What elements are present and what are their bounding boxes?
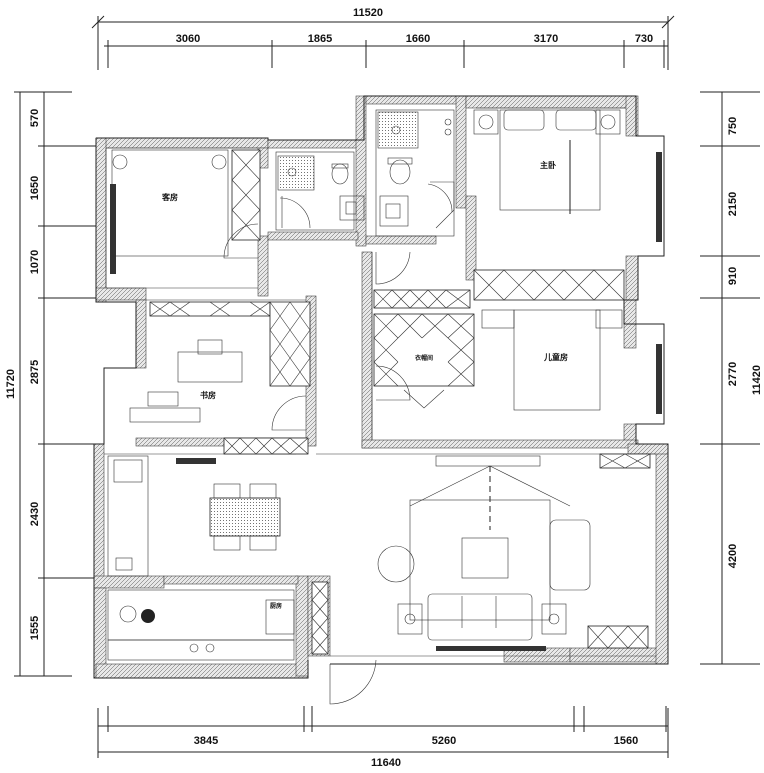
rug	[409, 499, 551, 621]
study: 书房	[129, 301, 311, 455]
room-label-master: 主卧	[540, 160, 556, 170]
room-label-guest: 客房	[161, 192, 178, 202]
living-room	[377, 453, 651, 651]
toilet-icon-2	[389, 159, 411, 185]
room-label-kids: 儿童房	[543, 352, 568, 362]
cabinet	[223, 437, 309, 455]
cabinet	[311, 581, 329, 655]
bed	[499, 109, 601, 211]
dim-right-2: 2150	[727, 192, 739, 216]
top-dimensions: 11520 3060 1865 1660 3170 730	[91, 7, 675, 70]
piano	[129, 407, 201, 423]
dim-left-total: 11720	[5, 369, 17, 399]
walls	[93, 95, 669, 679]
right-dimensions: 750 2150 910 2770 4200 11420	[700, 91, 763, 665]
desk	[177, 351, 243, 383]
dim-right-3: 910	[727, 267, 739, 285]
tv-stand	[435, 455, 541, 467]
master-bedroom: 主卧	[473, 109, 662, 301]
bathroom-right	[375, 109, 455, 237]
kitchen: 厨房	[107, 581, 329, 661]
dim-bottom-2: 5260	[432, 735, 456, 747]
dim-left-5: 2430	[29, 502, 41, 526]
sofa	[427, 593, 533, 641]
sink-icon	[339, 195, 365, 221]
dining	[107, 455, 281, 577]
dim-right-4: 2770	[727, 362, 739, 386]
door-swing	[223, 223, 259, 259]
dim-left-2: 1650	[29, 176, 41, 200]
dim-top-1: 3060	[176, 33, 200, 45]
bathroom-left	[275, 151, 365, 231]
shower-area-2	[377, 111, 419, 149]
entry-door	[329, 659, 377, 705]
sink-icon	[119, 605, 137, 623]
radiator	[656, 152, 662, 242]
dim-top-total: 11520	[353, 7, 383, 19]
dining-table	[209, 497, 281, 537]
shower-head-icon-2	[391, 125, 401, 135]
sink-icon-2	[379, 195, 409, 227]
left-dimensions: 11720 570 1650 1070 2875 2430 1555	[5, 91, 100, 677]
armchair	[549, 519, 591, 591]
wall-outlines	[93, 95, 669, 679]
cabinet	[149, 301, 271, 317]
counter	[107, 639, 295, 661]
radiator	[436, 646, 546, 651]
bottom-dimensions: 3845 5260 1560 11640	[97, 706, 669, 769]
dim-bottom-3: 1560	[614, 735, 638, 747]
lounge-chair	[377, 545, 415, 583]
kids-room: 儿童房	[481, 309, 662, 414]
cabinet	[599, 453, 651, 469]
stove-icon	[189, 643, 199, 653]
coffee-table	[461, 537, 509, 579]
radiator	[656, 344, 662, 414]
dim-top-5: 730	[635, 33, 653, 45]
room-label-kitchen: 厨房	[270, 602, 282, 610]
dim-top-3: 1660	[406, 33, 430, 45]
room-label-study: 书房	[200, 390, 216, 400]
dim-bottom-1: 3845	[194, 735, 218, 747]
dim-top-4: 3170	[534, 33, 558, 45]
dim-bottom-total: 11640	[371, 757, 401, 769]
dim-left-4: 2875	[29, 360, 41, 384]
toilet-icon	[331, 163, 349, 185]
guest-bedroom: 客房	[110, 149, 261, 274]
dim-left-3: 1070	[29, 250, 41, 274]
dim-top-2: 1865	[308, 33, 332, 45]
bookcase	[269, 301, 311, 387]
radiator	[176, 458, 216, 464]
dim-right-total: 11420	[751, 365, 763, 395]
dim-left-1: 570	[29, 109, 41, 127]
dim-right-1: 750	[727, 117, 739, 135]
counter	[107, 455, 149, 577]
bed	[513, 309, 601, 411]
radiator	[110, 184, 116, 274]
bed	[111, 149, 229, 257]
closet: 衣帽间	[373, 251, 475, 409]
dim-right-5: 4200	[727, 544, 739, 568]
room-label-closet: 衣帽间	[415, 354, 433, 362]
dim-left-6: 1555	[29, 616, 41, 640]
shower-head-icon	[287, 167, 297, 177]
